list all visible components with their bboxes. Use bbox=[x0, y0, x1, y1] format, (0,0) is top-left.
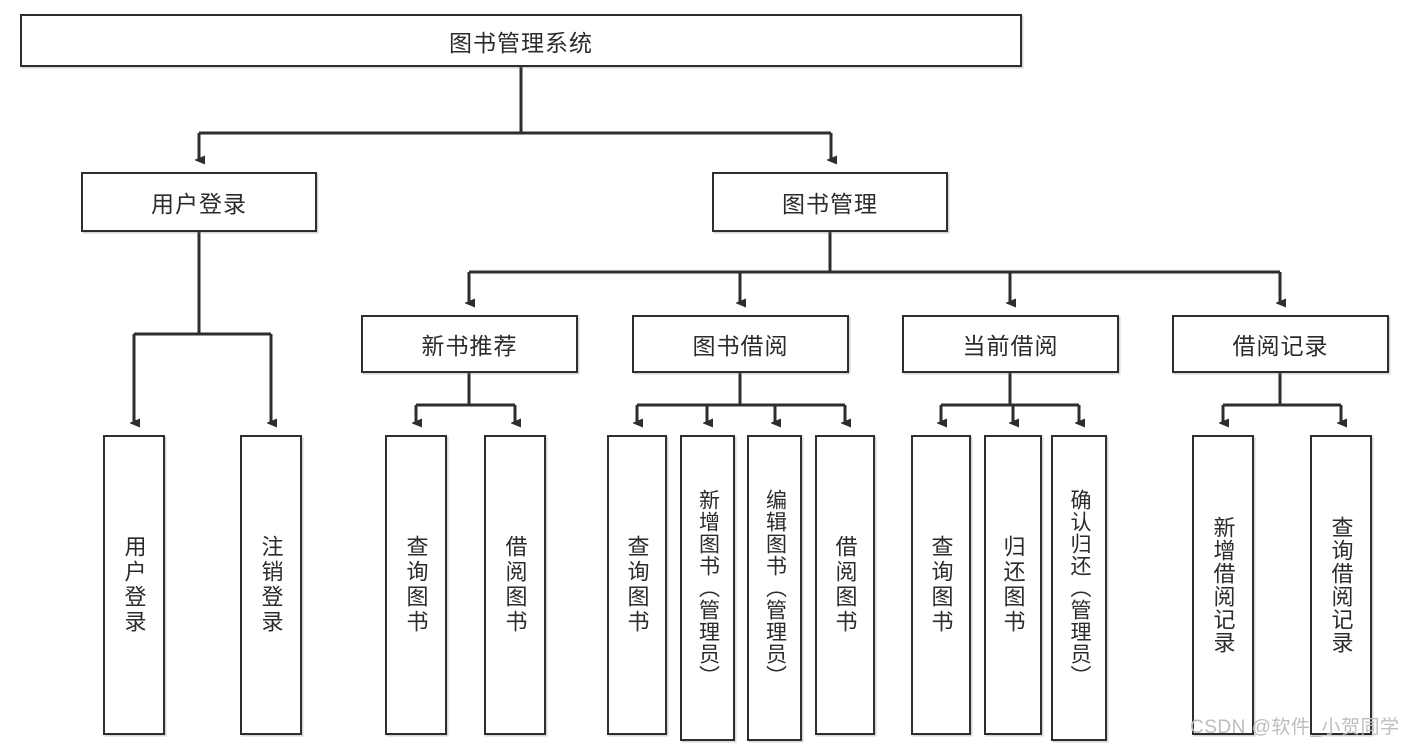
leaf-confirm-return[interactable]: 确认归还（管理员） bbox=[1051, 435, 1107, 741]
node-user-login[interactable]: 用户登录 bbox=[81, 172, 317, 232]
leaf-query-book-3[interactable]: 查询图书 bbox=[911, 435, 971, 735]
node-root-label: 图书管理系统 bbox=[449, 29, 593, 56]
leaf-return-book[interactable]: 归还图书 bbox=[984, 435, 1042, 735]
leaf-user-logout-label: 注销登录 bbox=[258, 535, 284, 635]
leaf-confirm-return-label: 确认归还（管理员） bbox=[1068, 489, 1092, 687]
node-new-book-rec[interactable]: 新书推荐 bbox=[361, 315, 578, 373]
node-book-manage[interactable]: 图书管理 bbox=[712, 172, 948, 232]
leaf-borrow-book-2[interactable]: 借阅图书 bbox=[815, 435, 875, 735]
watermark-text: CSDN @软件_小贺同学 bbox=[1190, 717, 1400, 738]
node-user-login-label: 用户登录 bbox=[151, 191, 247, 217]
node-new-book-rec-label: 新书推荐 bbox=[421, 333, 518, 359]
node-borrow-record[interactable]: 借阅记录 bbox=[1172, 315, 1389, 373]
leaf-query-book-1-label: 查询图书 bbox=[403, 535, 429, 635]
leaf-add-book[interactable]: 新增图书（管理员） bbox=[680, 435, 735, 741]
leaf-add-book-label: 新增图书（管理员） bbox=[696, 489, 720, 687]
node-book-manage-label: 图书管理 bbox=[782, 191, 878, 217]
leaf-user-login[interactable]: 用户登录 bbox=[103, 435, 165, 735]
leaf-query-book-3-label: 查询图书 bbox=[928, 535, 954, 635]
leaf-add-record[interactable]: 新增借阅记录 bbox=[1192, 435, 1254, 735]
leaf-add-record-label: 新增借阅记录 bbox=[1210, 516, 1236, 654]
leaf-borrow-book-2-label: 借阅图书 bbox=[832, 535, 858, 635]
node-book-borrow[interactable]: 图书借阅 bbox=[632, 315, 849, 373]
node-current-borrow-label: 当前借阅 bbox=[962, 333, 1059, 359]
node-current-borrow[interactable]: 当前借阅 bbox=[902, 315, 1119, 373]
leaf-user-login-label: 用户登录 bbox=[121, 535, 147, 635]
leaf-return-book-label: 归还图书 bbox=[1000, 535, 1026, 635]
leaf-borrow-book-1[interactable]: 借阅图书 bbox=[484, 435, 546, 735]
leaf-query-book-2-label: 查询图书 bbox=[624, 535, 650, 635]
node-borrow-record-label: 借阅记录 bbox=[1232, 333, 1329, 359]
leaf-query-record-label: 查询借阅记录 bbox=[1328, 516, 1354, 654]
leaf-user-logout[interactable]: 注销登录 bbox=[240, 435, 302, 735]
leaf-edit-book-label: 编辑图书（管理员） bbox=[763, 489, 787, 687]
node-book-borrow-label: 图书借阅 bbox=[692, 333, 789, 359]
leaf-query-book-2[interactable]: 查询图书 bbox=[607, 435, 667, 735]
leaf-edit-book[interactable]: 编辑图书（管理员） bbox=[747, 435, 802, 741]
leaf-borrow-book-1-label: 借阅图书 bbox=[502, 535, 528, 635]
leaf-query-record[interactable]: 查询借阅记录 bbox=[1310, 435, 1372, 735]
leaf-query-book-1[interactable]: 查询图书 bbox=[385, 435, 447, 735]
node-root[interactable]: 图书管理系统 bbox=[20, 14, 1022, 67]
